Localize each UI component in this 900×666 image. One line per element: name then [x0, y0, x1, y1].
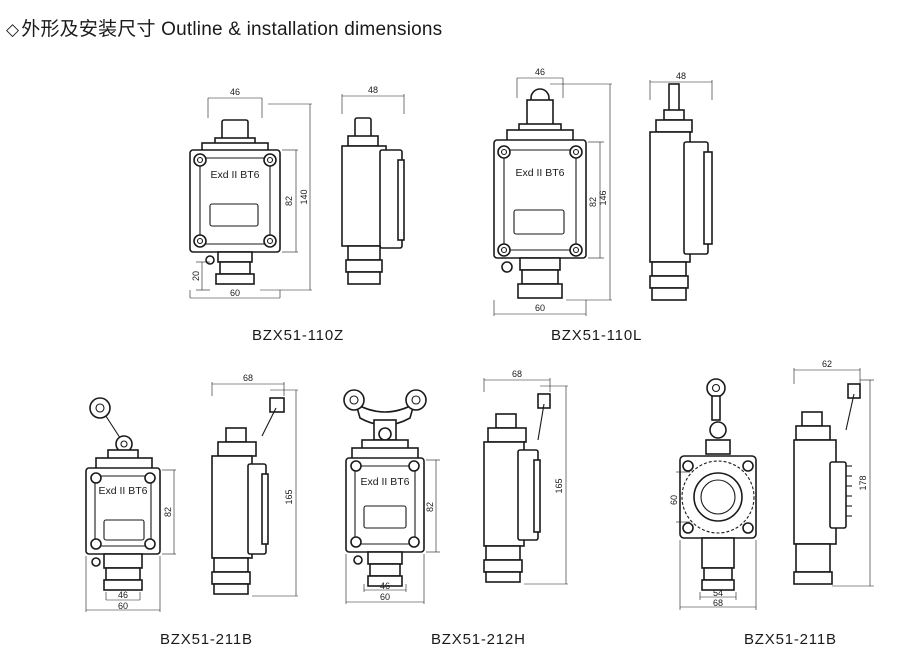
explosion-marking: Exd II BT6 — [360, 476, 409, 488]
model-caption: BZX51-211B — [744, 631, 837, 648]
dim-width: 68 — [713, 598, 723, 608]
dim-top-width: 46 — [230, 87, 240, 97]
dim-side-width: 68 — [243, 373, 253, 383]
dim-width: 60 — [230, 288, 240, 298]
dim-inner-height: 82 — [163, 507, 173, 517]
model-110l-side-view: 48 — [649, 71, 713, 301]
model-110z-front-view: Exd II BT6 46 60 82 140 20 — [189, 87, 312, 299]
dim-height: 146 — [598, 190, 608, 205]
dim-inner-height: 60 — [669, 495, 679, 505]
dim-top-width: 46 — [535, 67, 545, 77]
model-211b-rotary-front-view: 60 54 68 — [669, 378, 757, 610]
dim-height: 140 — [299, 189, 309, 204]
dim-height: 178 — [858, 475, 868, 490]
dim-inner-height: 82 — [588, 197, 598, 207]
dim-width: 60 — [535, 303, 545, 313]
model-211b-rotary-side-view: 62 178 — [793, 359, 874, 587]
explosion-marking: Exd II BT6 — [98, 485, 147, 497]
dim-inner-height: 82 — [284, 196, 294, 206]
dim-width: 60 — [380, 592, 390, 602]
dim-inner-width: 46 — [118, 590, 128, 600]
dim-inner-width: 54 — [713, 588, 723, 598]
model-211b-front-view: Exd II BT6 46 60 82 — [85, 397, 176, 612]
dim-width: 60 — [118, 601, 128, 611]
model-110z-side-view: 48 — [341, 85, 405, 285]
dim-height: 165 — [284, 489, 294, 504]
model-caption: BZX51-110Z — [252, 327, 344, 344]
dim-side-width: 62 — [822, 359, 832, 369]
dim-inner-height: 82 — [425, 502, 435, 512]
dim-inner-width: 46 — [380, 581, 390, 591]
model-caption: BZX51-212H — [431, 631, 526, 648]
dim-bottom-offset: 20 — [191, 271, 201, 281]
explosion-marking: Exd II BT6 — [210, 169, 259, 181]
diamond-icon: ◇ — [6, 20, 20, 40]
page-title-text: 外形及安装尺寸 Outline & installation dimension… — [21, 19, 443, 40]
model-212h-front-view: Exd II BT6 46 60 82 — [343, 389, 440, 604]
model-caption: BZX51-211B — [160, 631, 253, 648]
dim-side-width: 48 — [676, 71, 686, 81]
dim-side-width: 68 — [512, 369, 522, 379]
page-title: ◇外形及安装尺寸 Outline & installation dimensio… — [6, 14, 442, 41]
model-caption: BZX51-110L — [551, 327, 643, 344]
model-212h-side-view: 68 165 — [483, 369, 568, 585]
model-211b-side-view: 68 165 — [211, 373, 298, 597]
dim-height: 165 — [554, 478, 564, 493]
dim-side-width: 48 — [368, 85, 378, 95]
explosion-marking: Exd II BT6 — [515, 167, 564, 179]
model-110l-front-view: Exd II BT6 46 60 82 146 — [493, 67, 612, 316]
